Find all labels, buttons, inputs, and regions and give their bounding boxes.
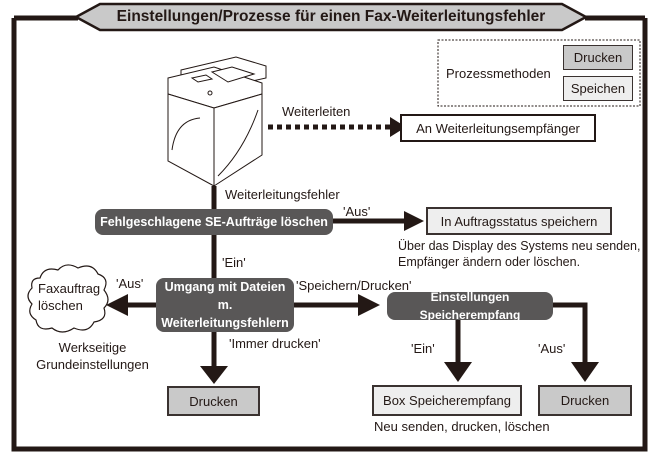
legend-label: Prozessmethoden [446, 66, 551, 81]
job-status-note-line2: Empfänger ändern oder löschen. [398, 255, 581, 269]
memory-rx-node: Einstellungen Speicherempfang [387, 290, 553, 322]
handling-off-arrowhead [106, 294, 128, 316]
memrx-on-label: 'Ein' [411, 341, 435, 356]
memrx-on-arrowhead [444, 362, 472, 382]
delete-off-arrowhead [404, 211, 424, 231]
memory-rx-note: Neu senden, drucken, löschen [374, 419, 550, 434]
delete-failed-node: Fehlgeschlagene SE-Aufträge löschen [95, 209, 333, 235]
job-status-box: In Auftragsstatus speichern [426, 207, 612, 235]
delete-on-label: 'Ein' [222, 255, 246, 270]
multifunction-printer-icon [167, 56, 267, 187]
error-edge-label: Weiterleitungsfehler [225, 187, 340, 202]
page-title: Einstellungen/Prozesse für einen Fax-Wei… [116, 8, 546, 25]
handling-node-line1: Umgang mit Dateien m. [164, 280, 286, 312]
legend-print-swatch: Drucken [563, 45, 633, 70]
job-status-note: Über das Display des Systems neu senden,… [398, 238, 641, 270]
legend-frame [437, 39, 641, 107]
save-print-label: 'Speichern/Drucken' [296, 278, 412, 293]
always-print-label: 'Immer drucken' [229, 336, 321, 351]
memrx-off-line [553, 302, 588, 366]
legend-save-swatch: Speichen [563, 76, 633, 101]
cloud-shape [27, 264, 109, 333]
job-status-note-line1: Über das Display des Systems neu senden, [398, 239, 641, 253]
memrx-off-label: 'Aus' [538, 341, 566, 356]
print-box-left: Drucken [167, 386, 260, 416]
handling-node: Umgang mit Dateien m. Weiterleitungsfehl… [156, 278, 294, 332]
cloud-line1: Faxauftrag [38, 281, 101, 296]
cloud-line2: löschen [38, 298, 83, 313]
delete-off-label: 'Aus' [343, 204, 371, 219]
factory-default-line1: Werkseitige [58, 340, 127, 355]
memrx-off-arrowhead [571, 362, 599, 382]
memory-rx-box: Box Speicherempfang [372, 385, 522, 416]
outer-frame [11, 18, 648, 452]
handling-node-line2: Weiterleitungsfehlern [161, 316, 289, 330]
factory-default-line2: Grundeinstellungen [36, 357, 149, 372]
forward-arrowhead [390, 117, 406, 137]
handling-off-label: 'Aus' [116, 276, 144, 291]
handling-save-arrowhead [358, 294, 380, 316]
handling-print-arrowhead [200, 366, 228, 384]
title-banner [73, 2, 589, 32]
factory-default-note: Werkseitige Grundeinstellungen [20, 339, 165, 373]
delete-fax-cloud: Faxauftrag löschen [38, 280, 100, 314]
print-box-right: Drucken [538, 385, 632, 416]
forward-target-box: An Weiterleitungsempfänger [400, 114, 596, 142]
forward-edge-label: Weiterleiten [282, 104, 351, 119]
